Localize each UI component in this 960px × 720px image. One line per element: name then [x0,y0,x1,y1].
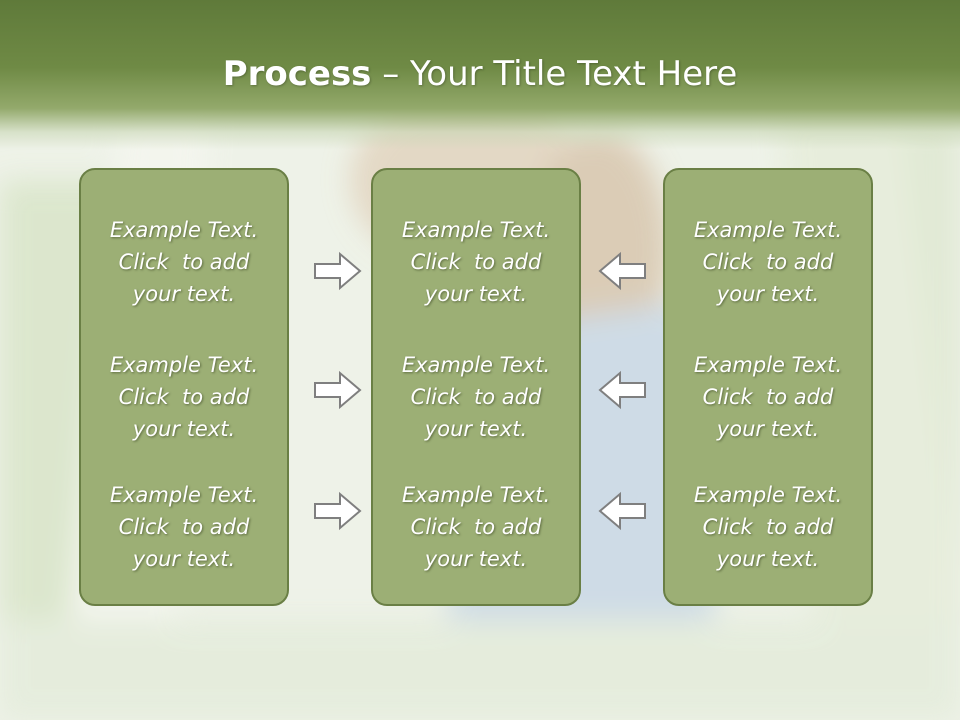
text-line: Click to add [118,515,250,539]
text-line: Example Text. [109,218,259,242]
arrow-right-icon [314,370,362,410]
text-block[interactable]: Example Text. Click to add your text. [373,349,579,445]
text-block[interactable]: Example Text. Click to add your text. [665,349,871,445]
process-box-right[interactable]: Example Text. Click to add your text. Ex… [663,168,873,606]
text-line: Example Text. [109,353,259,377]
text-line: Example Text. [401,353,551,377]
arrow-left-icon [598,370,646,410]
text-block[interactable]: Example Text. Click to add your text. [665,214,871,310]
arrow-left-icon [598,251,646,291]
text-line: Click to add [702,385,834,409]
text-line: Example Text. [693,353,843,377]
text-line: Click to add [410,385,542,409]
text-line: Click to add [702,515,834,539]
text-line: your text. [424,417,528,441]
text-line: your text. [132,547,236,571]
text-block[interactable]: Example Text. Click to add your text. [665,479,871,575]
slide-title[interactable]: Process – Your Title Text Here [0,52,960,96]
text-line: your text. [716,547,820,571]
text-line: your text. [424,547,528,571]
text-line: Click to add [410,515,542,539]
text-line: your text. [716,282,820,306]
text-line: your text. [132,282,236,306]
title-banner [0,0,960,150]
text-line: Click to add [118,250,250,274]
text-block[interactable]: Example Text. Click to add your text. [81,479,287,575]
text-line: your text. [132,417,236,441]
process-box-center[interactable]: Example Text. Click to add your text. Ex… [371,168,581,606]
text-line: Click to add [410,250,542,274]
arrow-right-icon [314,491,362,531]
process-box-left[interactable]: Example Text. Click to add your text. Ex… [79,168,289,606]
text-line: your text. [716,417,820,441]
text-block[interactable]: Example Text. Click to add your text. [81,349,287,445]
arrow-right-icon [314,251,362,291]
text-line: Example Text. [109,483,259,507]
title-bold-part: Process [222,54,372,94]
title-rest-part: – Your Title Text Here [371,54,738,94]
text-line: Click to add [118,385,250,409]
text-line: Click to add [702,250,834,274]
text-line: Example Text. [693,483,843,507]
text-line: Example Text. [401,218,551,242]
text-block[interactable]: Example Text. Click to add your text. [373,214,579,310]
text-block[interactable]: Example Text. Click to add your text. [81,214,287,310]
text-line: Example Text. [401,483,551,507]
text-line: your text. [424,282,528,306]
text-line: Example Text. [693,218,843,242]
arrow-left-icon [598,491,646,531]
text-block[interactable]: Example Text. Click to add your text. [373,479,579,575]
